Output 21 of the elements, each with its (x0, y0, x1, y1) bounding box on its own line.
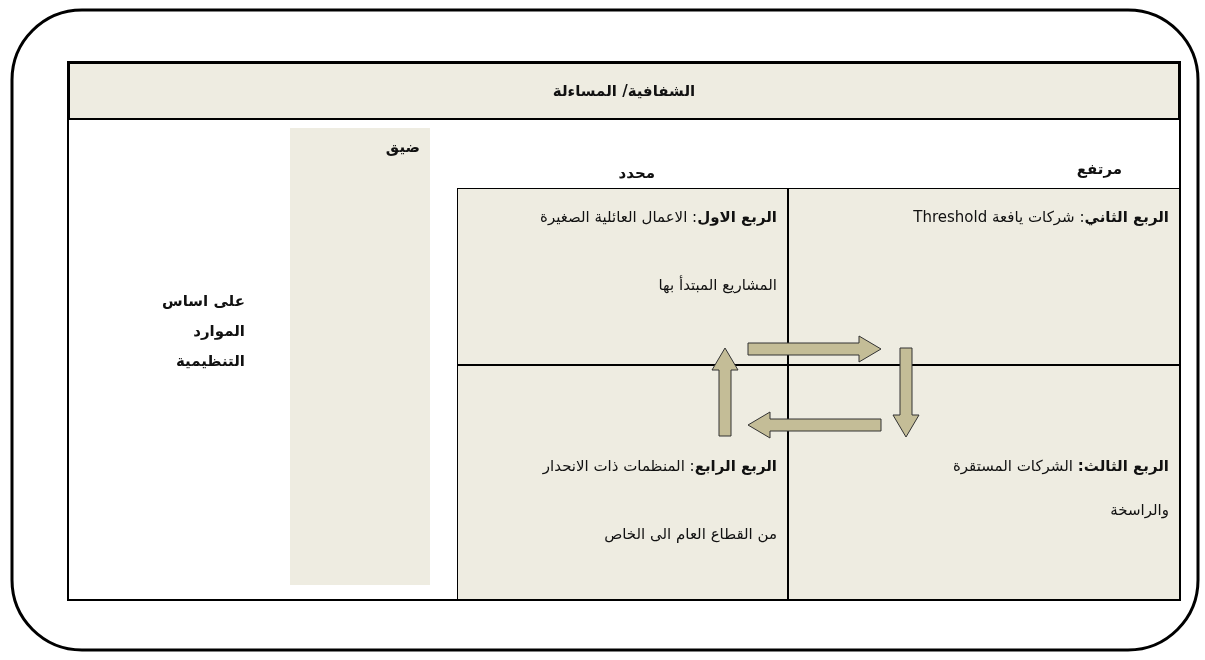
block-arrow (892, 347, 920, 438)
header-text: الشفافية/ المساءلة (552, 82, 696, 100)
quadrant-box (788, 188, 1180, 365)
column-heading: محدد (617, 163, 655, 184)
block-arrow (711, 347, 739, 437)
header-band (68, 62, 1180, 120)
quadrant-box (457, 365, 788, 600)
column-heading: مرتفع (1075, 159, 1122, 180)
block-arrow (747, 335, 882, 363)
quadrant-text: الربع الرابع: المنظمات ذات الانحدار (541, 456, 777, 477)
row-heading: على اساس الموارد التنظيمية (161, 291, 245, 372)
quadrant-box (457, 188, 788, 365)
column-band (290, 128, 430, 585)
quadrant-text: الربع الاول: الاعمال العائلية الصغيرة (539, 207, 777, 228)
quadrant-text: من القطاع العام الى الخاص (603, 524, 777, 545)
quadrant-text: الربع الثالث: الشركات المستقرة والراسخة (951, 456, 1169, 521)
block-arrow (747, 411, 882, 439)
quadrant-text: المشاريع المبتدأ بها (657, 274, 777, 296)
quadrant-box (788, 365, 1180, 600)
quadrant-text: الربع الثاني: شركات يافعة Threshold (912, 207, 1169, 228)
column-heading: ضيق (385, 138, 420, 156)
